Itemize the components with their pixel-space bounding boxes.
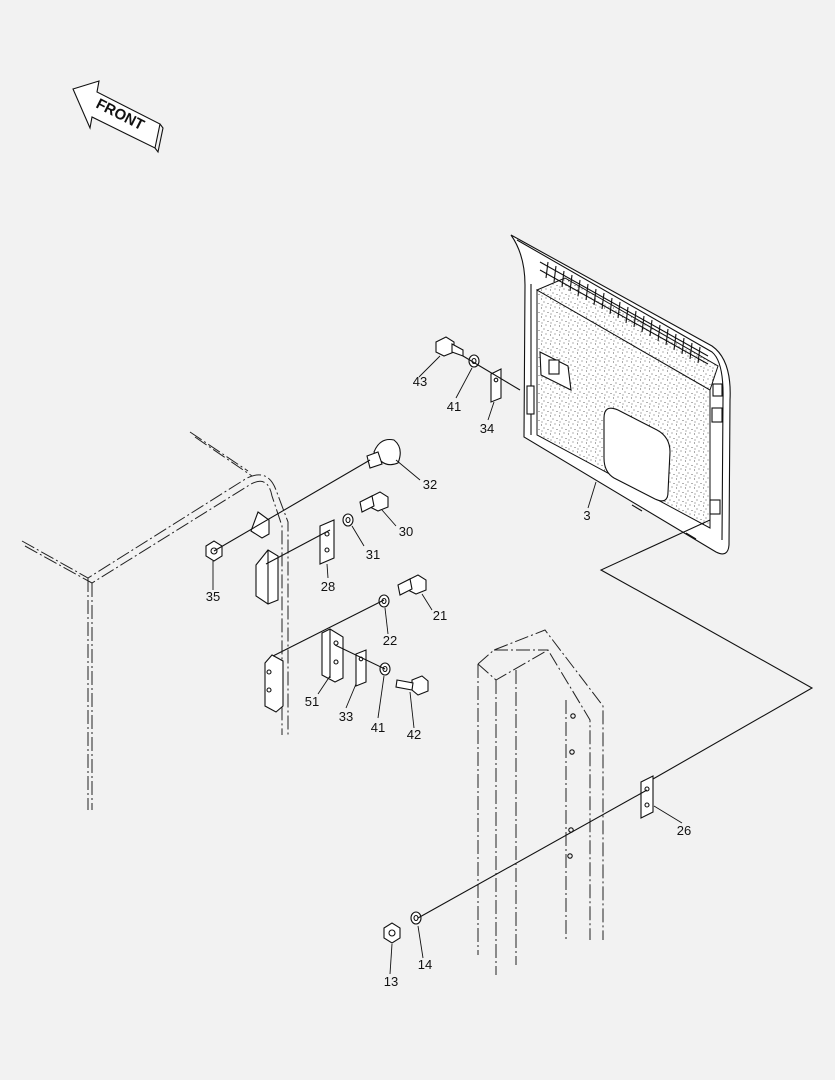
bolt-43 [435, 336, 464, 357]
callout-34: 34 [480, 421, 494, 436]
bolt-21 [397, 574, 427, 596]
nut-13 [383, 922, 401, 944]
lower-hinge [264, 654, 284, 713]
plate-26 [640, 775, 654, 819]
callout-51: 51 [305, 694, 319, 709]
callout-33: 33 [339, 709, 353, 724]
callout-14: 14 [418, 957, 432, 972]
callout-26: 26 [677, 823, 691, 838]
callout-28: 28 [321, 579, 335, 594]
callout-21: 21 [433, 608, 447, 623]
callout-42: 42 [407, 727, 421, 742]
callout-41-lower: 41 [371, 720, 385, 735]
upper-bracket [250, 511, 279, 605]
rubber-stopper-32 [366, 438, 401, 469]
leader-lines [212, 355, 683, 975]
assembly-lines [213, 355, 814, 919]
callout-41-upper: 41 [447, 399, 461, 414]
plate-28 [319, 519, 335, 565]
callout-31: 31 [366, 547, 380, 562]
callout-3: 3 [583, 508, 590, 523]
cab-frame-outline [21, 431, 289, 810]
callout-43: 43 [413, 374, 427, 389]
panel-vents [545, 261, 701, 364]
callout-32: 32 [423, 477, 437, 492]
callout-35: 35 [206, 589, 220, 604]
callout-22: 22 [383, 633, 397, 648]
washer-14 [410, 911, 422, 925]
callout-labels: 43 41 34 3 32 30 31 28 35 21 22 51 33 41… [206, 374, 691, 989]
pillar-outline [477, 629, 604, 975]
washer-22 [378, 594, 390, 608]
panel-assembly [510, 234, 731, 555]
callout-30: 30 [399, 524, 413, 539]
front-direction-arrow: FRONT [72, 80, 164, 154]
bracket-51 [321, 628, 344, 683]
callout-13: 13 [384, 974, 398, 989]
washer-31 [342, 513, 354, 527]
bolt-42 [395, 675, 429, 696]
bolt-30 [359, 491, 389, 513]
